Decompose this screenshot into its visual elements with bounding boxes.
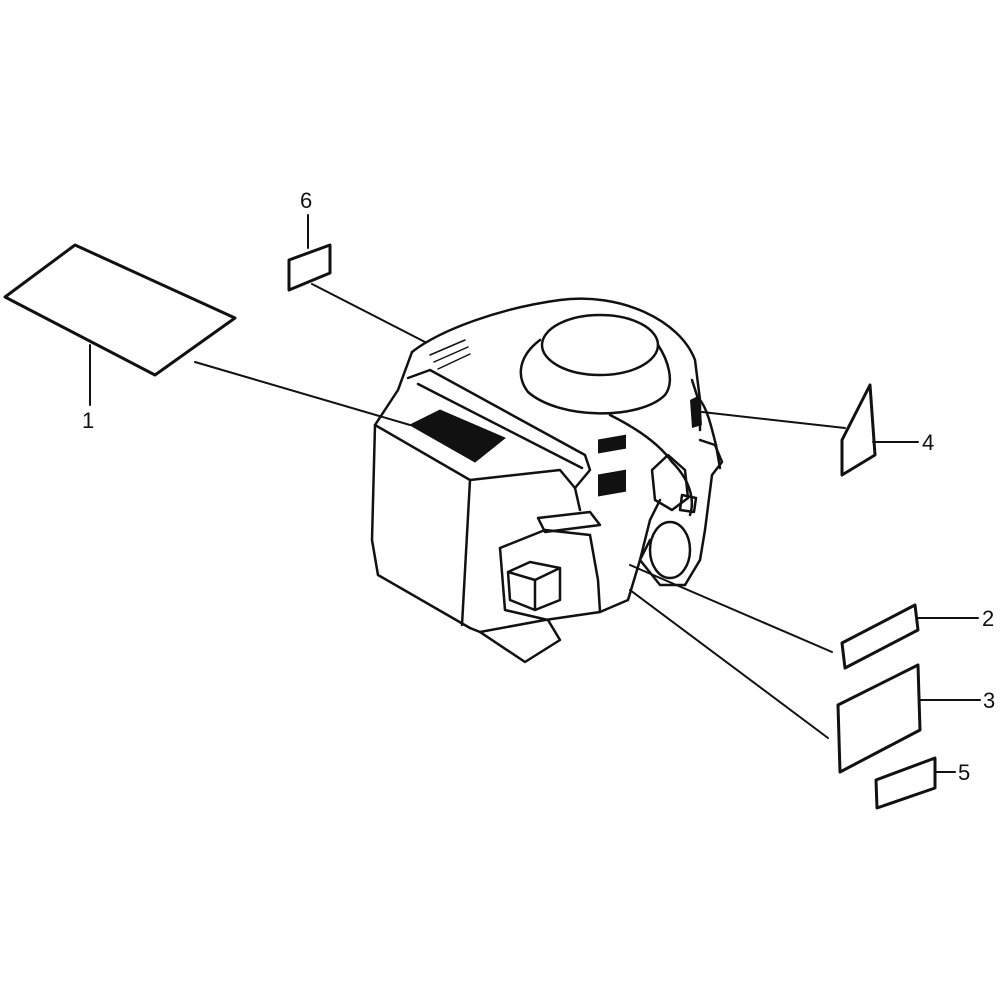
leader-line-3 bbox=[629, 589, 829, 739]
side-cylinder bbox=[648, 520, 692, 580]
leader-line-2 bbox=[629, 564, 833, 653]
decal-4 bbox=[840, 383, 877, 477]
callout-5: 5 bbox=[958, 760, 970, 785]
leader-line-6 bbox=[311, 283, 426, 343]
control-block bbox=[498, 528, 602, 614]
side-bracket bbox=[678, 493, 698, 514]
leader-line-4 bbox=[701, 411, 846, 429]
callout-2: 2 bbox=[982, 606, 994, 631]
blower-housing-front bbox=[373, 423, 472, 627]
decal-on-engine-1 bbox=[408, 409, 506, 463]
decal-on-engine-4 bbox=[690, 395, 702, 428]
decal-3 bbox=[836, 663, 922, 774]
side-component-1 bbox=[650, 453, 690, 512]
leader-line-1-to-engine bbox=[194, 361, 411, 426]
engine-illustration bbox=[370, 297, 724, 664]
engine-foot bbox=[478, 618, 562, 664]
blower-housing-top bbox=[468, 468, 582, 512]
callout-6: 6 bbox=[300, 188, 312, 213]
decal-1 bbox=[3, 243, 237, 377]
shroud-rim bbox=[406, 368, 592, 490]
vent-marks bbox=[429, 339, 471, 370]
control-block-left bbox=[498, 546, 550, 622]
decal-on-engine-2 bbox=[598, 434, 626, 454]
air-cleaner-top bbox=[540, 313, 660, 377]
shroud-left-edge bbox=[370, 350, 472, 630]
callout-3: 3 bbox=[983, 688, 995, 713]
callout-4: 4 bbox=[922, 430, 934, 455]
air-cleaner-body bbox=[519, 338, 672, 415]
oil-fill-cube bbox=[506, 560, 562, 612]
side-pipe bbox=[683, 438, 724, 587]
decal-on-engine-3 bbox=[598, 469, 626, 497]
engine-shroud bbox=[410, 297, 722, 470]
decal-6 bbox=[287, 243, 332, 292]
control-block-step bbox=[536, 510, 602, 534]
decal-2 bbox=[840, 603, 920, 670]
shroud-rim-inner bbox=[416, 382, 584, 470]
shroud-right bbox=[608, 413, 694, 517]
side-cylinder-body bbox=[638, 538, 687, 587]
callout-1: 1 bbox=[82, 408, 94, 433]
engine-base bbox=[468, 498, 662, 634]
decal-5 bbox=[874, 756, 937, 810]
